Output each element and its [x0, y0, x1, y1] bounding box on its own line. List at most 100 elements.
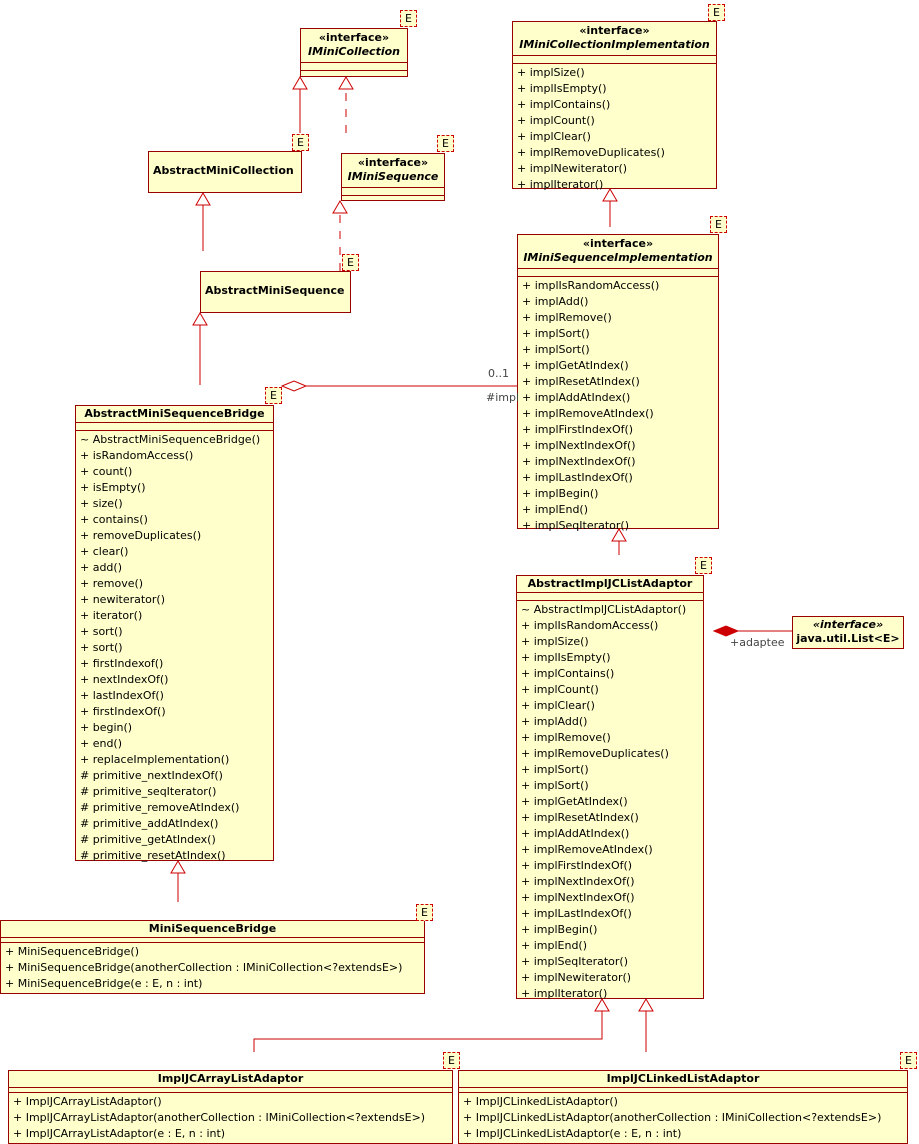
- operation: + implIsEmpty(): [517, 82, 607, 95]
- operation: + implEnd(): [522, 503, 589, 516]
- operation: + firstIndexOf(): [80, 705, 166, 718]
- operation: + implNextIndexOf(): [522, 455, 636, 468]
- operation: + implSeqIterator(): [521, 955, 628, 968]
- operation: + implSeqIterator(): [522, 519, 629, 532]
- realization-arrowhead: [338, 76, 354, 90]
- operation: + ImplJCLinkedListAdaptor(e : E, n : int…: [463, 1127, 682, 1140]
- operations-compartment: + MiniSequenceBridge() + MiniSequenceBrid…: [1, 942, 424, 993]
- class-java-util-list[interactable]: «interface» java.util.List<E>: [792, 616, 904, 649]
- aggregation-diamond: [280, 380, 308, 392]
- operation: + implFirstIndexOf(): [521, 859, 633, 872]
- operation: + implRemove(): [521, 731, 611, 744]
- class-name: AbstractMiniSequence: [205, 284, 345, 297]
- attributes-compartment: [518, 268, 718, 276]
- association-multiplicity: 0..1: [488, 367, 509, 380]
- association-role: #impl: [486, 391, 520, 404]
- operation: + implIterator(): [517, 178, 604, 191]
- operation: + implNewiterator(): [521, 971, 632, 984]
- operation: + implRemoveAtIndex(): [521, 843, 653, 856]
- attributes-compartment: [301, 62, 407, 70]
- class-name: ImplJCArrayListAdaptor: [157, 1072, 304, 1085]
- class-abstract-mini-sequence[interactable]: AbstractMiniSequence: [200, 271, 351, 313]
- operation: + implNewiterator(): [517, 162, 628, 175]
- operation: + implSort(): [521, 779, 589, 792]
- operation: + ImplJCLinkedListAdaptor(anotherCollect…: [463, 1111, 882, 1124]
- class-imini-collection[interactable]: «interface» IMiniCollection: [300, 28, 408, 77]
- operation: ~ AbstractMiniSequenceBridge(): [80, 433, 261, 446]
- operation: # primitive_addAtIndex(): [80, 817, 219, 830]
- template-param-badge: E: [695, 557, 712, 574]
- operation: + implLastIndexOf(): [522, 471, 633, 484]
- operation: + implGetAtIndex(): [521, 795, 628, 808]
- generalization-arrowhead: [602, 188, 618, 202]
- operation: + implIsRandomAccess(): [522, 279, 660, 292]
- operation: + implFirstIndexOf(): [522, 423, 634, 436]
- template-param-badge: E: [400, 10, 417, 27]
- template-param-badge: E: [342, 254, 359, 271]
- operation: + contains(): [80, 513, 148, 526]
- class-imini-collection-implementation[interactable]: «interface» IMiniCollectionImplementatio…: [512, 21, 717, 191]
- operation: + implContains(): [521, 667, 615, 680]
- generalization-array-to-adaptor: [253, 999, 603, 1052]
- attributes-compartment: [76, 422, 273, 430]
- class-imini-sequence[interactable]: «interface» IMiniSequence: [341, 153, 445, 201]
- operation: + implNextIndexOf(): [522, 439, 636, 452]
- generalization-arrowhead: [638, 998, 654, 1012]
- operations-compartment: + ImplJCLinkedListAdaptor() + ImplJCLinke…: [459, 1092, 907, 1143]
- operations-compartment: ~ AbstractImplJCListAdaptor()+ implIsRan…: [517, 600, 703, 1003]
- class-impl-jc-linked-list-adaptor[interactable]: ImplJCLinkedListAdaptor + ImplJCLinkedLi…: [458, 1070, 908, 1144]
- operation: + implRemoveDuplicates(): [517, 146, 665, 159]
- template-param-badge: E: [900, 1052, 917, 1069]
- generalization-arrowhead: [292, 76, 308, 90]
- class-mini-sequence-bridge[interactable]: MiniSequenceBridge + MiniSequenceBridge(…: [0, 920, 425, 994]
- operation: + MiniSequenceBridge(anotherCollection :…: [5, 961, 403, 974]
- operation: + MiniSequenceBridge(): [5, 945, 139, 958]
- template-param-badge: E: [437, 135, 454, 152]
- operation: + firstIndexof(): [80, 657, 164, 670]
- operation: + implCount(): [521, 683, 599, 696]
- operation: + implAdd(): [522, 295, 589, 308]
- operation: + lastIndexOf(): [80, 689, 164, 702]
- operation: + newiterator(): [80, 593, 165, 606]
- operation: + implEnd(): [521, 939, 588, 952]
- operation: + implSize(): [517, 66, 585, 79]
- operation: + implClear(): [517, 130, 591, 143]
- class-impl-jc-array-list-adaptor[interactable]: ImplJCArrayListAdaptor + ImplJCArrayList…: [8, 1070, 453, 1144]
- operation: + isRandomAccess(): [80, 449, 194, 462]
- operation: + nextIndexOf(): [80, 673, 169, 686]
- stereotype-label: «interface»: [357, 156, 429, 169]
- class-abstract-mini-sequence-bridge[interactable]: AbstractMiniSequenceBridge ~ AbstractMin…: [75, 405, 274, 862]
- operation: + implGetAtIndex(): [522, 359, 629, 372]
- operations-compartment: [342, 195, 444, 203]
- operation: # primitive_getAtIndex(): [80, 833, 216, 846]
- operation: + implRemoveDuplicates(): [521, 747, 669, 760]
- attributes-compartment: [459, 1087, 907, 1092]
- class-abstract-impl-jc-list-adaptor[interactable]: AbstractImplJCListAdaptor ~ AbstractImpl…: [516, 575, 704, 1000]
- stereotype-label: «interface»: [579, 24, 650, 37]
- operation: + implIterator(): [521, 987, 608, 1000]
- operation: + implIsRandomAccess(): [521, 619, 659, 632]
- operation: + clear(): [80, 545, 129, 558]
- attributes-compartment: [342, 187, 444, 195]
- class-imini-sequence-implementation[interactable]: «interface» IMiniSequenceImplementation …: [517, 234, 719, 532]
- operation: + implSort(): [521, 763, 589, 776]
- class-abstract-mini-collection[interactable]: AbstractMiniCollection: [148, 151, 302, 193]
- operation: + ImplJCLinkedListAdaptor(): [463, 1095, 618, 1108]
- operation: + implAddAtIndex(): [521, 827, 630, 840]
- operation: + implIsEmpty(): [521, 651, 611, 664]
- template-param-badge: E: [708, 4, 725, 21]
- operation: + MiniSequenceBridge(e : E, n : int): [5, 977, 203, 990]
- attributes-compartment: [513, 55, 716, 63]
- class-name: AbstractMiniCollection: [153, 164, 294, 177]
- operation: + ImplJCArrayListAdaptor(): [13, 1095, 162, 1108]
- attributes-compartment: [1, 937, 424, 942]
- realization-arrowhead: [611, 528, 627, 542]
- operation: # primitive_seqIterator(): [80, 785, 217, 798]
- class-name: java.util.List<E>: [796, 632, 900, 645]
- operation: + implSort(): [522, 327, 590, 340]
- template-param-badge: E: [292, 134, 309, 151]
- class-name: IMiniCollection: [308, 45, 400, 58]
- operation: # primitive_resetAtIndex(): [80, 849, 226, 862]
- operation: + implContains(): [517, 98, 611, 111]
